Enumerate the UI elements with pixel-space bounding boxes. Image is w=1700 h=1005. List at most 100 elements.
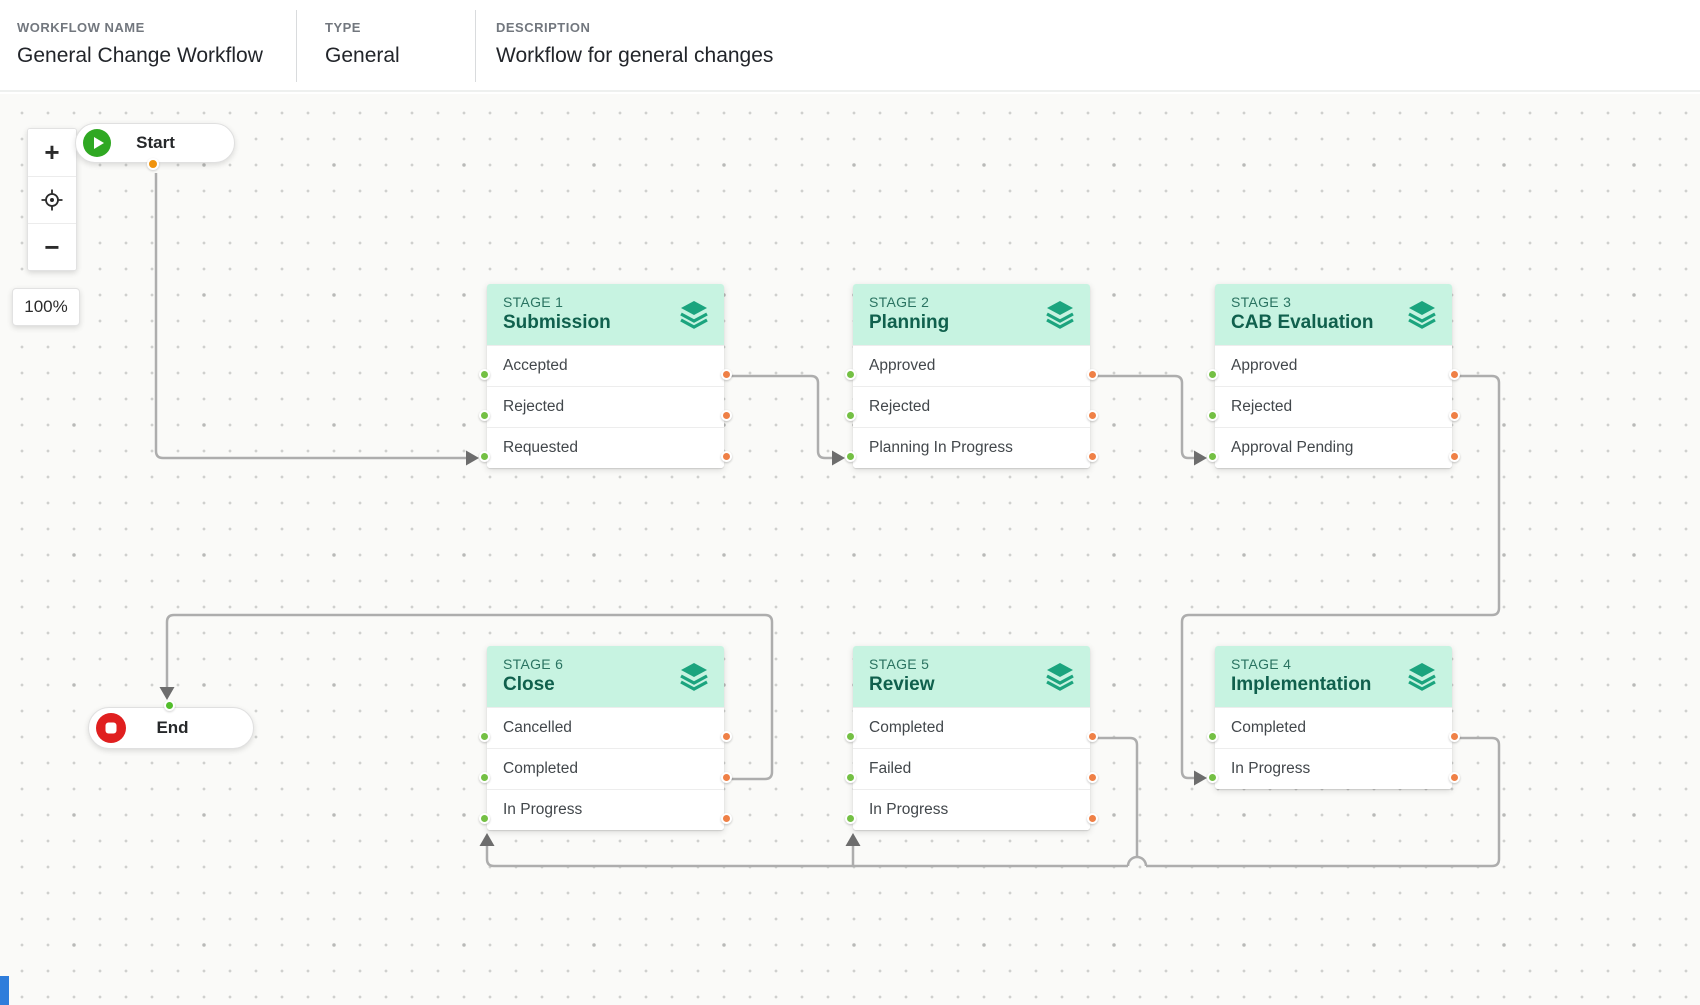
play-icon	[83, 129, 111, 157]
status-row[interactable]: Completed	[1207, 707, 1460, 748]
workflow-type-field: TYPE General	[296, 10, 475, 82]
zoom-controls: + −	[27, 128, 77, 271]
output-port[interactable]	[1449, 772, 1460, 783]
status-label: Rejected	[869, 398, 931, 415]
workflow-description-field: DESCRIPTION Workflow for general changes	[475, 10, 773, 82]
status-row[interactable]: In Progress	[479, 789, 732, 830]
input-port[interactable]	[479, 772, 490, 783]
stop-icon	[96, 713, 126, 743]
status-row[interactable]: Requested	[479, 427, 732, 468]
zoom-out-button[interactable]: −	[28, 223, 76, 270]
output-port[interactable]	[721, 813, 732, 824]
output-port[interactable]	[1449, 451, 1460, 462]
stage-title: Submission	[503, 312, 611, 333]
status-row[interactable]: Rejected	[479, 386, 732, 427]
stage-card-header: STAGE 6 Close	[487, 646, 724, 707]
input-port[interactable]	[1207, 451, 1218, 462]
output-port[interactable]	[1449, 369, 1460, 380]
stage-number-label: STAGE 3	[1231, 294, 1292, 310]
input-port[interactable]	[845, 731, 856, 742]
input-port[interactable]	[1207, 410, 1218, 421]
output-port[interactable]	[1449, 410, 1460, 421]
status-row[interactable]: Approved	[1207, 345, 1460, 386]
output-port[interactable]	[1087, 451, 1098, 462]
input-port[interactable]	[479, 731, 490, 742]
output-port[interactable]	[721, 369, 732, 380]
status-row[interactable]: In Progress	[1207, 748, 1460, 789]
stage-title: CAB Evaluation	[1231, 312, 1374, 333]
workflow-description-value: Workflow for general changes	[496, 44, 774, 67]
workflow-name-field: WORKFLOW NAME General Change Workflow	[0, 0, 296, 68]
status-label: Planning In Progress	[869, 439, 1013, 456]
output-port[interactable]	[1087, 410, 1098, 421]
status-label: Completed	[503, 760, 578, 777]
status-row[interactable]: Failed	[845, 748, 1098, 789]
layers-icon	[680, 301, 708, 329]
input-port[interactable]	[845, 369, 856, 380]
input-port[interactable]	[1207, 731, 1218, 742]
stage-card-header: STAGE 5 Review	[853, 646, 1090, 707]
output-port[interactable]	[1087, 731, 1098, 742]
input-port[interactable]	[1207, 369, 1218, 380]
start-output-port[interactable]	[147, 158, 159, 170]
input-port[interactable]	[479, 813, 490, 824]
start-node-label: Start	[136, 133, 175, 152]
status-row[interactable]: In Progress	[845, 789, 1098, 830]
status-row[interactable]: Rejected	[845, 386, 1098, 427]
status-label: Accepted	[503, 357, 568, 374]
status-row[interactable]: Approved	[845, 345, 1098, 386]
end-node[interactable]: End	[88, 700, 254, 749]
fit-view-button[interactable]	[28, 176, 76, 223]
input-port[interactable]	[845, 813, 856, 824]
workflow-type-value: General	[325, 44, 400, 67]
layers-icon	[1046, 663, 1074, 691]
status-label: Rejected	[1231, 398, 1293, 415]
output-port[interactable]	[721, 772, 732, 783]
status-label: Approved	[869, 357, 936, 374]
left-edge-fragment	[0, 976, 9, 1005]
status-label: Requested	[503, 439, 578, 456]
output-port[interactable]	[721, 410, 732, 421]
status-label: Approval Pending	[1231, 439, 1354, 456]
input-port[interactable]	[845, 451, 856, 462]
workflow-canvas[interactable]	[0, 94, 1700, 1005]
stage-number-label: STAGE 4	[1231, 656, 1292, 672]
output-port[interactable]	[1087, 813, 1098, 824]
layers-icon	[1408, 663, 1436, 691]
output-port[interactable]	[721, 451, 732, 462]
status-row[interactable]: Completed	[479, 748, 732, 789]
status-row[interactable]: Accepted	[479, 345, 732, 386]
start-node[interactable]: Start	[75, 123, 235, 170]
input-port[interactable]	[479, 369, 490, 380]
input-port[interactable]	[479, 451, 490, 462]
status-row[interactable]: Completed	[845, 707, 1098, 748]
zoom-in-button[interactable]: +	[28, 129, 76, 176]
stage-title: Close	[503, 674, 555, 695]
output-port[interactable]	[1449, 731, 1460, 742]
end-input-port[interactable]	[164, 700, 175, 711]
status-row[interactable]: Approval Pending	[1207, 427, 1460, 468]
stage-title: Implementation	[1231, 674, 1372, 695]
stage-number-label: STAGE 5	[869, 656, 930, 672]
layers-icon	[1046, 301, 1074, 329]
output-port[interactable]	[1087, 369, 1098, 380]
output-port[interactable]	[721, 731, 732, 742]
input-port[interactable]	[1207, 772, 1218, 783]
status-row[interactable]: Cancelled	[479, 707, 732, 748]
input-port[interactable]	[845, 772, 856, 783]
status-row[interactable]: Planning In Progress	[845, 427, 1098, 468]
status-row[interactable]: Rejected	[1207, 386, 1460, 427]
status-label: Completed	[869, 719, 944, 736]
input-port[interactable]	[845, 410, 856, 421]
workflow-header: WORKFLOW NAME General Change Workflow TY…	[0, 0, 1700, 92]
stage-title: Review	[869, 674, 935, 695]
input-port[interactable]	[479, 410, 490, 421]
layers-icon	[1408, 301, 1436, 329]
output-port[interactable]	[1087, 772, 1098, 783]
